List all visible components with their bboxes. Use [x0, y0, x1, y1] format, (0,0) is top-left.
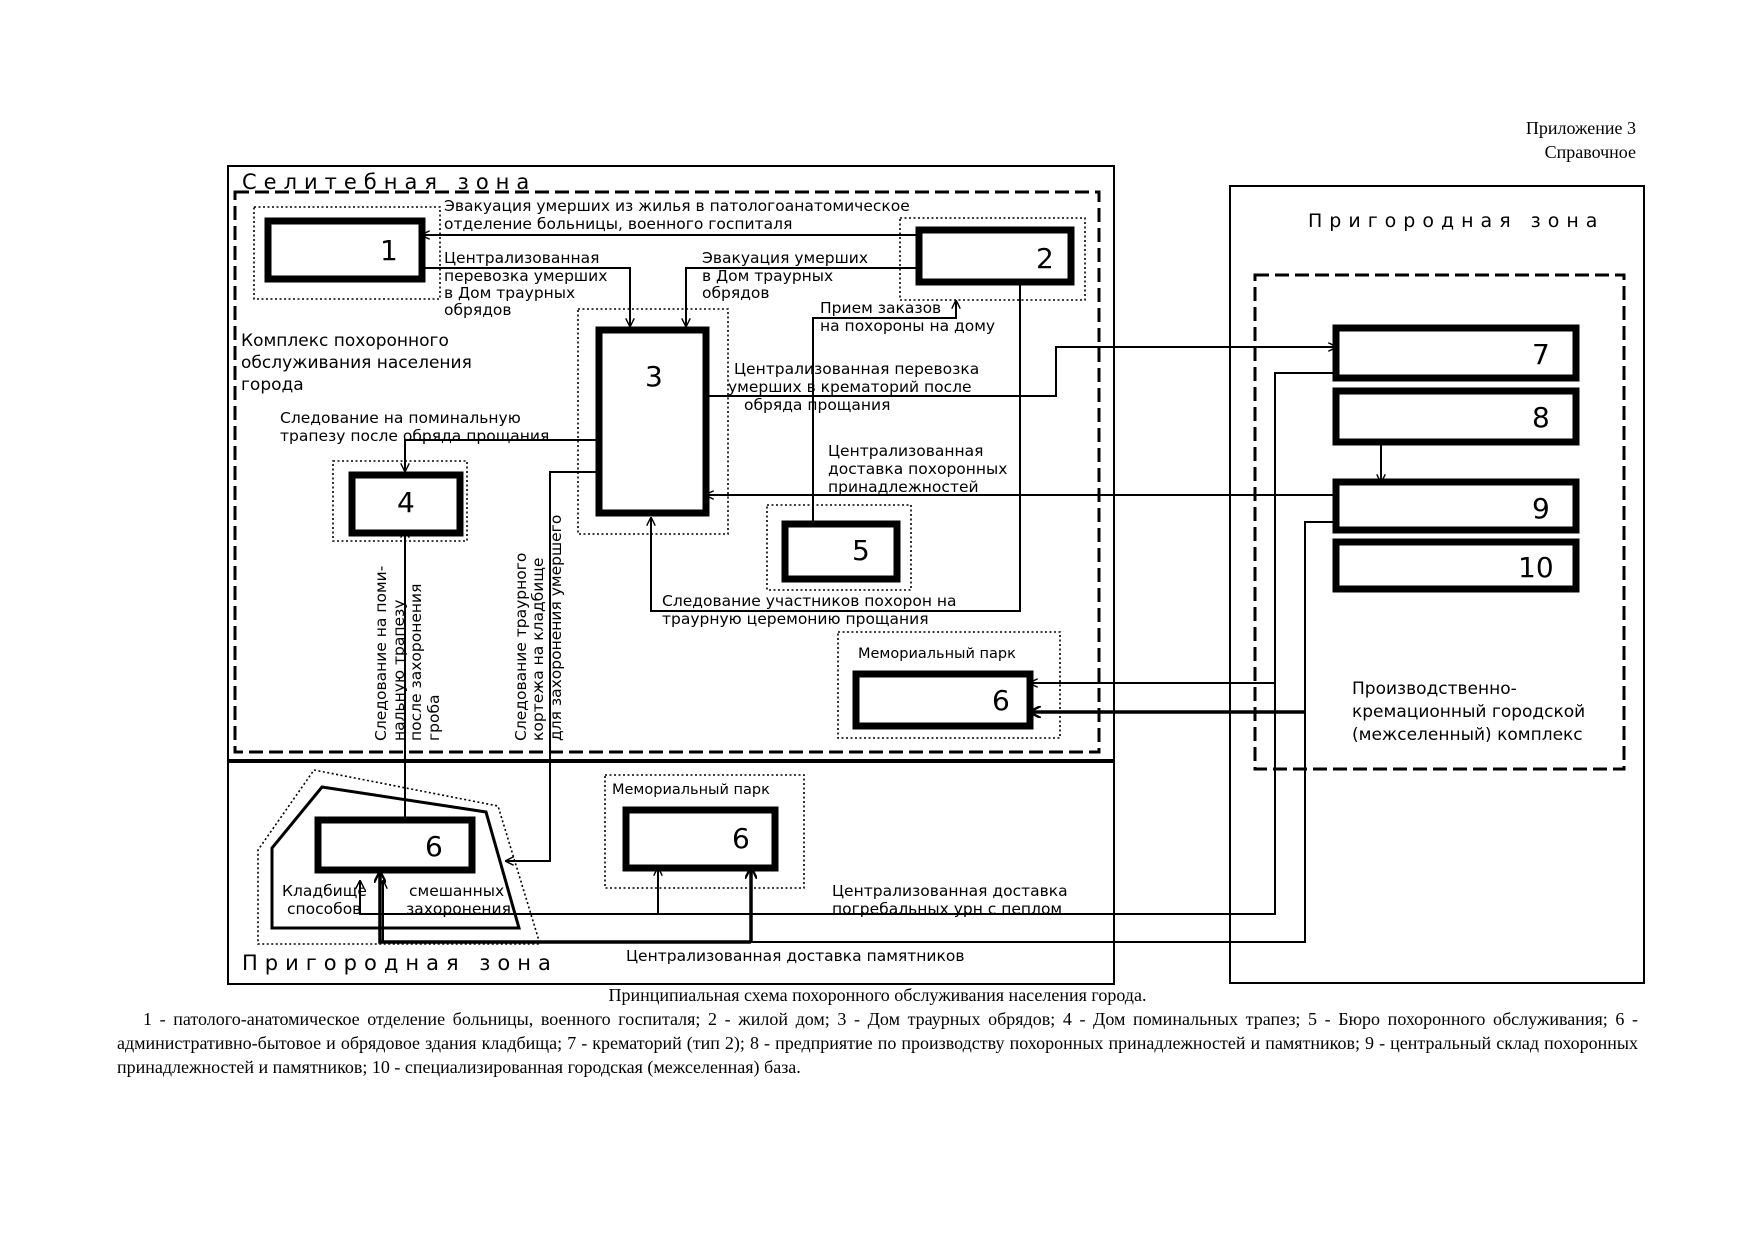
box1-dotted-frame [253, 206, 441, 300]
caption-title: Принципиальная схема похоронного обслужи… [608, 985, 1147, 1005]
label-evac-hospital-1: Эвакуация умерших из жилья в патологоана… [444, 197, 910, 215]
label-accessories-3: принадлежностей [828, 478, 979, 496]
label-urns-1: Централизованная доставка [832, 882, 1068, 900]
memorial-park-bottom-frame [604, 774, 805, 889]
label-cemetery-1: Кладбище [282, 882, 367, 900]
box-3-label: 3 [645, 360, 663, 393]
label-vert-meal-2: нальную трапезу [390, 600, 408, 741]
label-cemetery-4: захоронения [406, 900, 511, 918]
residential-zone-title: Селитебная зона [242, 170, 536, 194]
label-cemetery-2: способов [287, 900, 361, 918]
left-zone-frame [227, 165, 1115, 985]
suburban-zone-title-right: Пригородная зона [1308, 210, 1604, 232]
box-10: 10 [1332, 538, 1580, 593]
label-procession-2: траурную церемонию прощания [662, 610, 929, 628]
box-8: 8 [1332, 387, 1580, 446]
crematory-complex-frame [1253, 273, 1626, 771]
label-monuments: Централизованная доставка памятников [626, 947, 964, 965]
connectors [360, 235, 1381, 944]
label-memorial-park-top: Мемориальный парк [858, 646, 1016, 662]
label-crem-complex-2: кремационный городской [1352, 702, 1585, 722]
box-6-cemetery-label: 6 [425, 830, 443, 863]
label-orders-2: на похороны на дому [820, 317, 995, 335]
box-2: 2 [915, 226, 1075, 286]
box-6-top-label: 6 [992, 684, 1010, 717]
label-complex-2: обслуживания населения [241, 353, 472, 373]
label-evac-hospital-2: отделение больницы, военного госпиталя [444, 215, 792, 233]
label-vert-cortege-3: для захоронения умершего [547, 515, 565, 741]
box4-dotted-frame [332, 460, 468, 542]
label-urns-2: погребальных урн с пеплом [832, 900, 1062, 918]
label-vert-cortege-2: кортежа на кладбище [529, 558, 547, 741]
box-6-bottom-label: 6 [732, 822, 750, 855]
box3-dotted-frame [577, 308, 729, 535]
box-5-label: 5 [852, 534, 870, 567]
suburban-zone-title-left: Пригородная зона [242, 951, 558, 975]
box-4: 4 [348, 471, 464, 537]
right-zone-frame [1229, 185, 1645, 984]
label-vert-cortege-1: Следование траурного [512, 553, 530, 741]
memorial-park-top-frame [837, 631, 1061, 739]
label-central-transport-2: перевозка умерших [444, 267, 607, 285]
box-6-cemetery: 6 [314, 816, 476, 874]
box-3: 3 [595, 326, 710, 517]
label-evac-home-1: Эвакуация умерших [702, 249, 868, 267]
label-complex-1: Комплекс похоронного [241, 331, 449, 351]
caption-legend: 1 - патолого-анатомическое отделение бол… [117, 1009, 1638, 1077]
label-memorial-meal-1: Следование на поминальную [280, 409, 521, 427]
box-6-memorial-park-top: 6 [852, 670, 1034, 730]
box-8-label: 8 [1532, 401, 1550, 434]
box-7: 7 [1332, 324, 1580, 382]
label-crematorium-3: обряда прощания [744, 396, 890, 414]
label-evac-home-2: в Дом траурных [702, 267, 833, 285]
label-crematorium-2: умерших в крематорий после [728, 378, 972, 396]
label-central-transport-1: Централизованная [444, 249, 600, 267]
label-complex-3: города [241, 375, 304, 395]
label-accessories-1: Централизованная [828, 442, 984, 460]
box-1: 1 [264, 217, 426, 283]
label-cemetery-3: смешанных [409, 882, 504, 900]
box-4-label: 4 [397, 486, 415, 519]
box2-dotted-frame [899, 217, 1086, 301]
appendix-type: Справочное [1544, 142, 1636, 162]
label-orders-1: Прием заказов [820, 299, 941, 317]
box-6-memorial-park-bottom: 6 [622, 806, 779, 872]
diagram-labels: Эвакуация умерших из жилья в патологоана… [241, 197, 1585, 965]
box-10-label: 10 [1518, 551, 1554, 584]
box-9-label: 9 [1532, 492, 1550, 525]
label-central-transport-4: обрядов [444, 301, 512, 319]
label-procession-1: Следование участников похорон на [662, 592, 957, 610]
label-accessories-2: доставка похоронных [828, 460, 1007, 478]
label-vert-meal-1: Следование на поми- [372, 566, 390, 741]
box-9: 9 [1332, 478, 1580, 534]
box-7-label: 7 [1532, 338, 1550, 371]
box5-dotted-frame [766, 504, 912, 591]
label-crem-complex-3: (межселенный) комплекс [1352, 725, 1583, 745]
cemetery-dotted-frame [257, 769, 542, 945]
label-vert-meal-4: гроба [425, 694, 443, 741]
label-evac-home-3: обрядов [702, 284, 770, 302]
label-crem-complex-1: Производственно- [1352, 679, 1517, 699]
label-memorial-meal-2: трапезу после обряда прощания [280, 427, 549, 445]
label-crematorium-1: Централизованная перевозка [734, 360, 979, 378]
box-2-label: 2 [1036, 242, 1054, 275]
complex-dashed-frame [233, 190, 1101, 754]
label-memorial-park-bottom: Мемориальный парк [612, 782, 770, 798]
appendix-number: Приложение 3 [1525, 118, 1636, 138]
cemetery-outline [270, 785, 521, 930]
label-vert-meal-3: после захоронения [407, 584, 425, 741]
box-5: 5 [781, 520, 901, 583]
label-central-transport-3: в Дом траурных [444, 284, 575, 302]
box-1-label: 1 [380, 234, 398, 267]
